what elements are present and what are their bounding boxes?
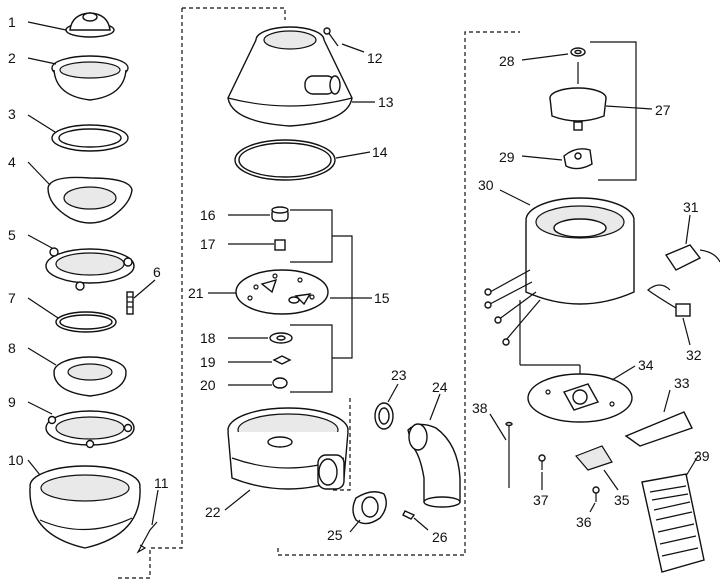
callout-34: 34 — [638, 357, 654, 373]
callout-25: 25 — [327, 527, 343, 543]
part-20-nut — [272, 377, 288, 389]
part-21-turntable — [235, 269, 329, 315]
callout-8: 8 — [8, 340, 16, 356]
callout-30: 30 — [478, 177, 494, 193]
part-23-gasket — [374, 402, 394, 430]
part-25-tube-flange — [352, 491, 387, 525]
part-16-lug — [271, 206, 289, 222]
part-10-cover-shell — [29, 465, 141, 549]
bracket-15-lower — [290, 324, 333, 393]
callout-4: 4 — [8, 154, 16, 170]
part-12-screw — [323, 27, 339, 47]
callout-18: 18 — [200, 330, 216, 346]
group-box-middle — [149, 8, 183, 578]
part-1-stopper — [65, 12, 115, 38]
part-11-spring-clip — [136, 521, 158, 554]
part-32-overload-protector — [647, 284, 691, 317]
part-37-screw — [538, 454, 546, 470]
callout-27: 27 — [655, 102, 671, 118]
part-39-manual — [641, 473, 705, 573]
part-30-motor-stator — [484, 197, 635, 346]
callout-29: 29 — [499, 149, 515, 165]
part-14-hopper-gasket — [234, 139, 336, 181]
callout-23: 23 — [391, 367, 407, 383]
part-19-clip — [272, 355, 292, 365]
part-9-lower-mount — [45, 410, 135, 449]
part-38-rod — [505, 421, 513, 488]
callout-22: 22 — [205, 504, 221, 520]
group-box-middle-top — [182, 7, 286, 20]
bracket-15-upper — [290, 209, 333, 263]
callout-16: 16 — [200, 207, 216, 223]
callout-3: 3 — [8, 106, 16, 122]
part-18-washer — [269, 332, 293, 344]
callout-21: 21 — [188, 285, 204, 301]
callout-36: 36 — [576, 514, 592, 530]
callout-1: 1 — [8, 14, 16, 30]
callout-26: 26 — [432, 529, 448, 545]
callout-38: 38 — [472, 400, 488, 416]
callout-28: 28 — [499, 53, 515, 69]
part-28-washer — [570, 47, 586, 57]
callout-35: 35 — [614, 492, 630, 508]
part-6-screw — [126, 291, 134, 315]
bracket-27 — [590, 41, 637, 181]
callout-9: 9 — [8, 394, 16, 410]
part-31-switch — [664, 244, 720, 271]
part-34-end-bell — [527, 373, 633, 423]
part-5-mounting-ring — [45, 247, 135, 291]
part-35-pad — [574, 445, 613, 471]
part-22-grind-chamber — [227, 407, 349, 490]
group-box-hose — [330, 398, 351, 491]
callout-7: 7 — [8, 290, 16, 306]
callout-6: 6 — [153, 264, 161, 280]
callout-17: 17 — [200, 236, 216, 252]
part-33-cover-plate — [624, 411, 693, 447]
part-2-sink-flange — [51, 55, 129, 101]
part-27-rotor — [549, 62, 607, 131]
callout-2: 2 — [8, 50, 16, 66]
callout-31: 31 — [683, 199, 699, 215]
part-36-screw — [592, 486, 600, 502]
part-29-cam — [563, 148, 593, 170]
callout-5: 5 — [8, 227, 16, 243]
bracket-15-main — [332, 235, 353, 359]
callout-10: 10 — [8, 452, 24, 468]
callout-12: 12 — [367, 50, 383, 66]
part-3-gasket — [51, 124, 129, 152]
part-4-backup-ring — [47, 176, 133, 224]
callout-37: 37 — [533, 492, 549, 508]
callout-14: 14 — [372, 144, 388, 160]
callout-13: 13 — [378, 94, 394, 110]
callout-11: 11 — [154, 475, 169, 491]
callout-39: 39 — [694, 448, 710, 464]
part-17-nut — [274, 239, 286, 251]
part-24-discharge-tube — [407, 423, 461, 508]
part-7-snap-ring — [55, 311, 117, 333]
callout-20: 20 — [200, 377, 216, 393]
callout-33: 33 — [674, 375, 690, 391]
part-26-screw — [402, 510, 416, 520]
callout-32: 32 — [686, 347, 702, 363]
callout-15: 15 — [374, 290, 390, 306]
group-box-middle-right — [277, 31, 520, 556]
callout-19: 19 — [200, 354, 216, 370]
callout-24: 24 — [432, 379, 448, 395]
part-8-splash-guard — [53, 356, 127, 397]
part-13-upper-hopper — [227, 26, 353, 127]
